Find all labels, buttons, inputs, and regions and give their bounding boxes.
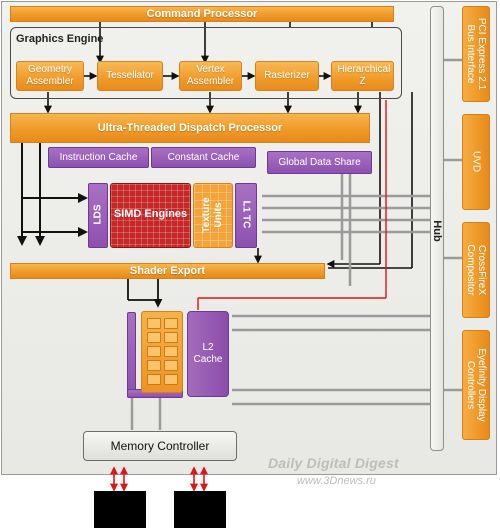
crossfirex-block xyxy=(462,222,490,318)
shader-export: Shader Export xyxy=(10,263,325,279)
constant-cache-label: Constant Cache xyxy=(167,152,240,163)
watermark-url: www.3Dnews.ru xyxy=(297,475,376,487)
instruction-cache-label: Instruction Cache xyxy=(59,152,138,163)
uvd-label: UVD xyxy=(470,150,482,173)
hierarchical-z-label: Hierarchical Z xyxy=(337,64,391,87)
pci-express-label: PCI Express 2.1 Bus Interface xyxy=(465,17,487,91)
texture-units-block xyxy=(193,183,233,248)
l2-cache-label: L2 Cache xyxy=(193,342,223,365)
global-data-share: Global Data Share xyxy=(267,151,372,174)
texture-units-label: Texture Units xyxy=(201,197,224,233)
l2-grid-cell xyxy=(147,346,161,357)
l2-grid-cell xyxy=(164,374,178,385)
global-data-share-label: Global Data Share xyxy=(278,157,361,168)
constant-cache: Constant Cache xyxy=(151,147,256,168)
lds-label: LDS xyxy=(92,204,104,225)
l2-grid-cell xyxy=(147,332,161,343)
memory-chip xyxy=(174,491,226,528)
hub-bar xyxy=(430,6,444,451)
l1-tc-block xyxy=(235,183,257,248)
dispatch-processor: Ultra-Threaded Dispatch Processor xyxy=(10,113,370,143)
hub-label: Hub xyxy=(431,220,443,242)
l2-grid-cell xyxy=(164,318,178,329)
l1-tc-label: L1 TC xyxy=(240,200,252,229)
l2-cache: L2 Cache xyxy=(187,311,229,397)
l2-grid-cell xyxy=(164,360,178,371)
l2-grid-cell xyxy=(147,374,161,385)
l2-grid-cell xyxy=(164,332,178,343)
simd-engines-label: SIMD Engines xyxy=(113,208,188,220)
vertex-assembler-label: Vertex Assembler xyxy=(186,64,235,87)
l2-cache-grid xyxy=(141,311,183,393)
l2-grid-cell xyxy=(147,318,161,329)
crossfirex-label: CrossFireX Compositor xyxy=(465,244,487,296)
graphics-engine-frame xyxy=(10,27,402,99)
geometry-assembler: Geometry Assembler xyxy=(16,61,84,91)
memory-chip xyxy=(94,491,146,528)
eyefinity-block xyxy=(462,330,490,440)
l2-left-rail xyxy=(127,312,136,398)
simd-engines-block xyxy=(110,183,191,248)
lds-block xyxy=(88,183,108,248)
rasterizer-label: Rasterizer xyxy=(264,70,310,81)
pci-express-block xyxy=(462,6,490,102)
memory-controller: Memory Controller xyxy=(83,431,237,461)
graphics-engine-title: Graphics Engine xyxy=(16,33,104,45)
watermark-title: Daily Digital Digest xyxy=(268,455,399,471)
rasterizer: Rasterizer xyxy=(255,61,319,91)
geometry-assembler-label: Geometry Assembler xyxy=(26,64,74,87)
command-processor: Command Processor xyxy=(10,6,394,22)
l2-grid-cell xyxy=(147,360,161,371)
eyefinity-label: Eyefinity Display Controllers xyxy=(465,348,487,422)
tessellator: Tessellator xyxy=(97,61,163,91)
instruction-cache: Instruction Cache xyxy=(48,147,149,168)
memory-controller-label: Memory Controller xyxy=(110,439,210,453)
l2-grid-cell xyxy=(164,346,178,357)
uvd-block xyxy=(462,114,490,210)
hierarchical-z: Hierarchical Z xyxy=(331,61,394,91)
tessellator-label: Tessellator xyxy=(106,70,154,81)
vertex-assembler: Vertex Assembler xyxy=(179,61,242,91)
